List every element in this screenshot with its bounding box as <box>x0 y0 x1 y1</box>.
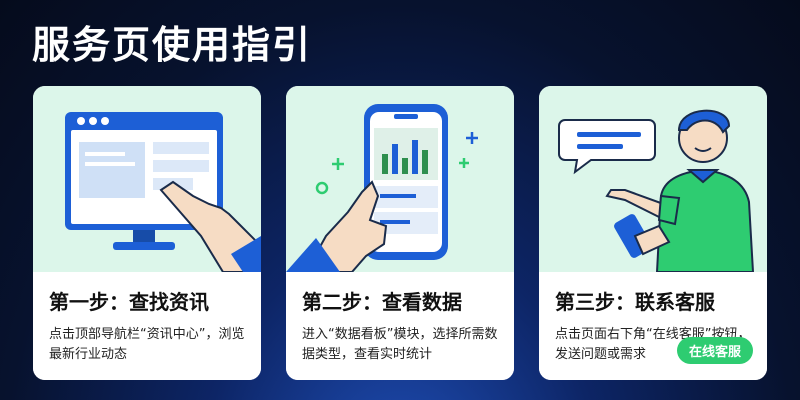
page-title: 服务页使用指引 <box>32 23 313 67</box>
step-1-text: 第一步：查找资讯 点击顶部导航栏“资讯中心”，浏览最新行业动态 <box>33 272 261 380</box>
online-support-button[interactable]: 在线客服 <box>676 337 753 364</box>
step-card-3: 第三步：联系客服 点击页面右下角“在线客服”按钮，发送问题或需求 在线客服 <box>539 86 767 380</box>
person-chat-icon <box>558 109 755 272</box>
step-1-description: 点击顶部导航栏“资讯中心”，浏览最新行业动态 <box>49 327 245 362</box>
step-3-title: 第三步：联系客服 <box>555 290 715 314</box>
step-3-illustration <box>539 86 767 272</box>
step-2-illustration <box>286 86 514 272</box>
step-1-illustration <box>33 86 261 272</box>
step-2-description: 进入“数据看板”模块，选择所需数据类型，查看实时统计 <box>302 327 498 362</box>
computer-click-icon <box>65 112 261 272</box>
step-card-2: 第二步：查看数据 进入“数据看板”模块，选择所需数据类型，查看实时统计 <box>286 86 514 380</box>
step-2-text: 第二步：查看数据 进入“数据看板”模块，选择所需数据类型，查看实时统计 <box>286 272 514 380</box>
step-card-1: 第一步：查找资讯 点击顶部导航栏“资讯中心”，浏览最新行业动态 <box>33 86 261 380</box>
step-2-title: 第二步：查看数据 <box>302 290 462 314</box>
phone-chart-icon <box>286 104 478 272</box>
step-1-title: 第一步：查找资讯 <box>49 290 209 314</box>
